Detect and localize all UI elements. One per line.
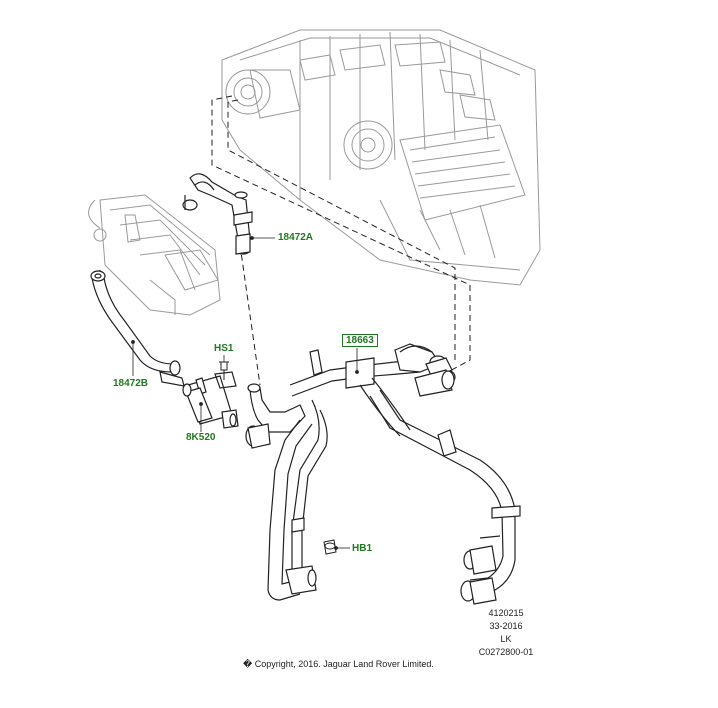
auxiliary-heater-ghost [88,194,221,316]
copyright-notice: � Copyright, 2016. Jaguar Land Rover Lim… [243,659,434,669]
reference-number: 4120215 [488,608,524,618]
reference-drawing-id: C0272800-01 [478,647,534,657]
callout-8k520: 8K520 [186,432,216,443]
callout-18472a: 18472A [278,232,314,243]
callout-hb1: HB1 [352,543,373,554]
callout-hs1: HS1 [214,343,234,354]
valve-8k520 [182,371,239,429]
callout-18472b: 18472B [113,378,149,389]
hose-18472a [182,173,253,255]
reference-code: LK [500,634,512,644]
hose-18472b [90,270,185,387]
hvac-unit-ghost [221,29,541,286]
bolt-hb1 [323,539,337,555]
callout-18663: 18663 [342,334,378,347]
hose-assembly-18663 [245,343,521,605]
reference-date: 33-2016 [489,621,523,631]
callout-leaders [131,236,359,550]
